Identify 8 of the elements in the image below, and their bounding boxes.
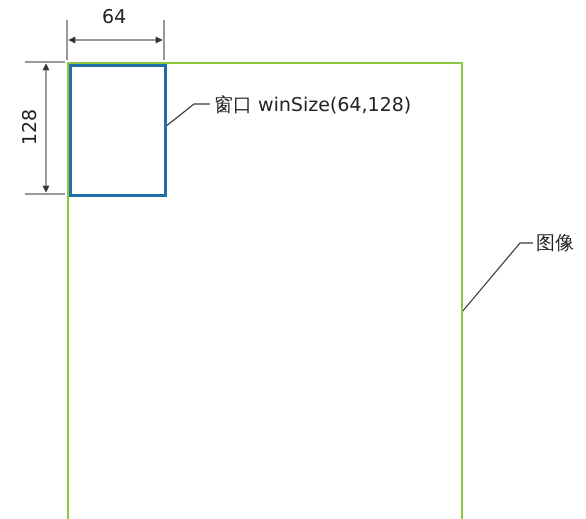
leader-line xyxy=(462,242,533,312)
dimension-value: 64 xyxy=(102,6,126,28)
dimension-value: 128 xyxy=(19,108,42,146)
window-frame xyxy=(69,64,167,197)
image-label: 图像 xyxy=(536,230,574,256)
image-frame xyxy=(67,62,463,519)
window-label: 窗口 winSize(64,128) xyxy=(214,92,412,118)
leader-line xyxy=(164,103,210,128)
